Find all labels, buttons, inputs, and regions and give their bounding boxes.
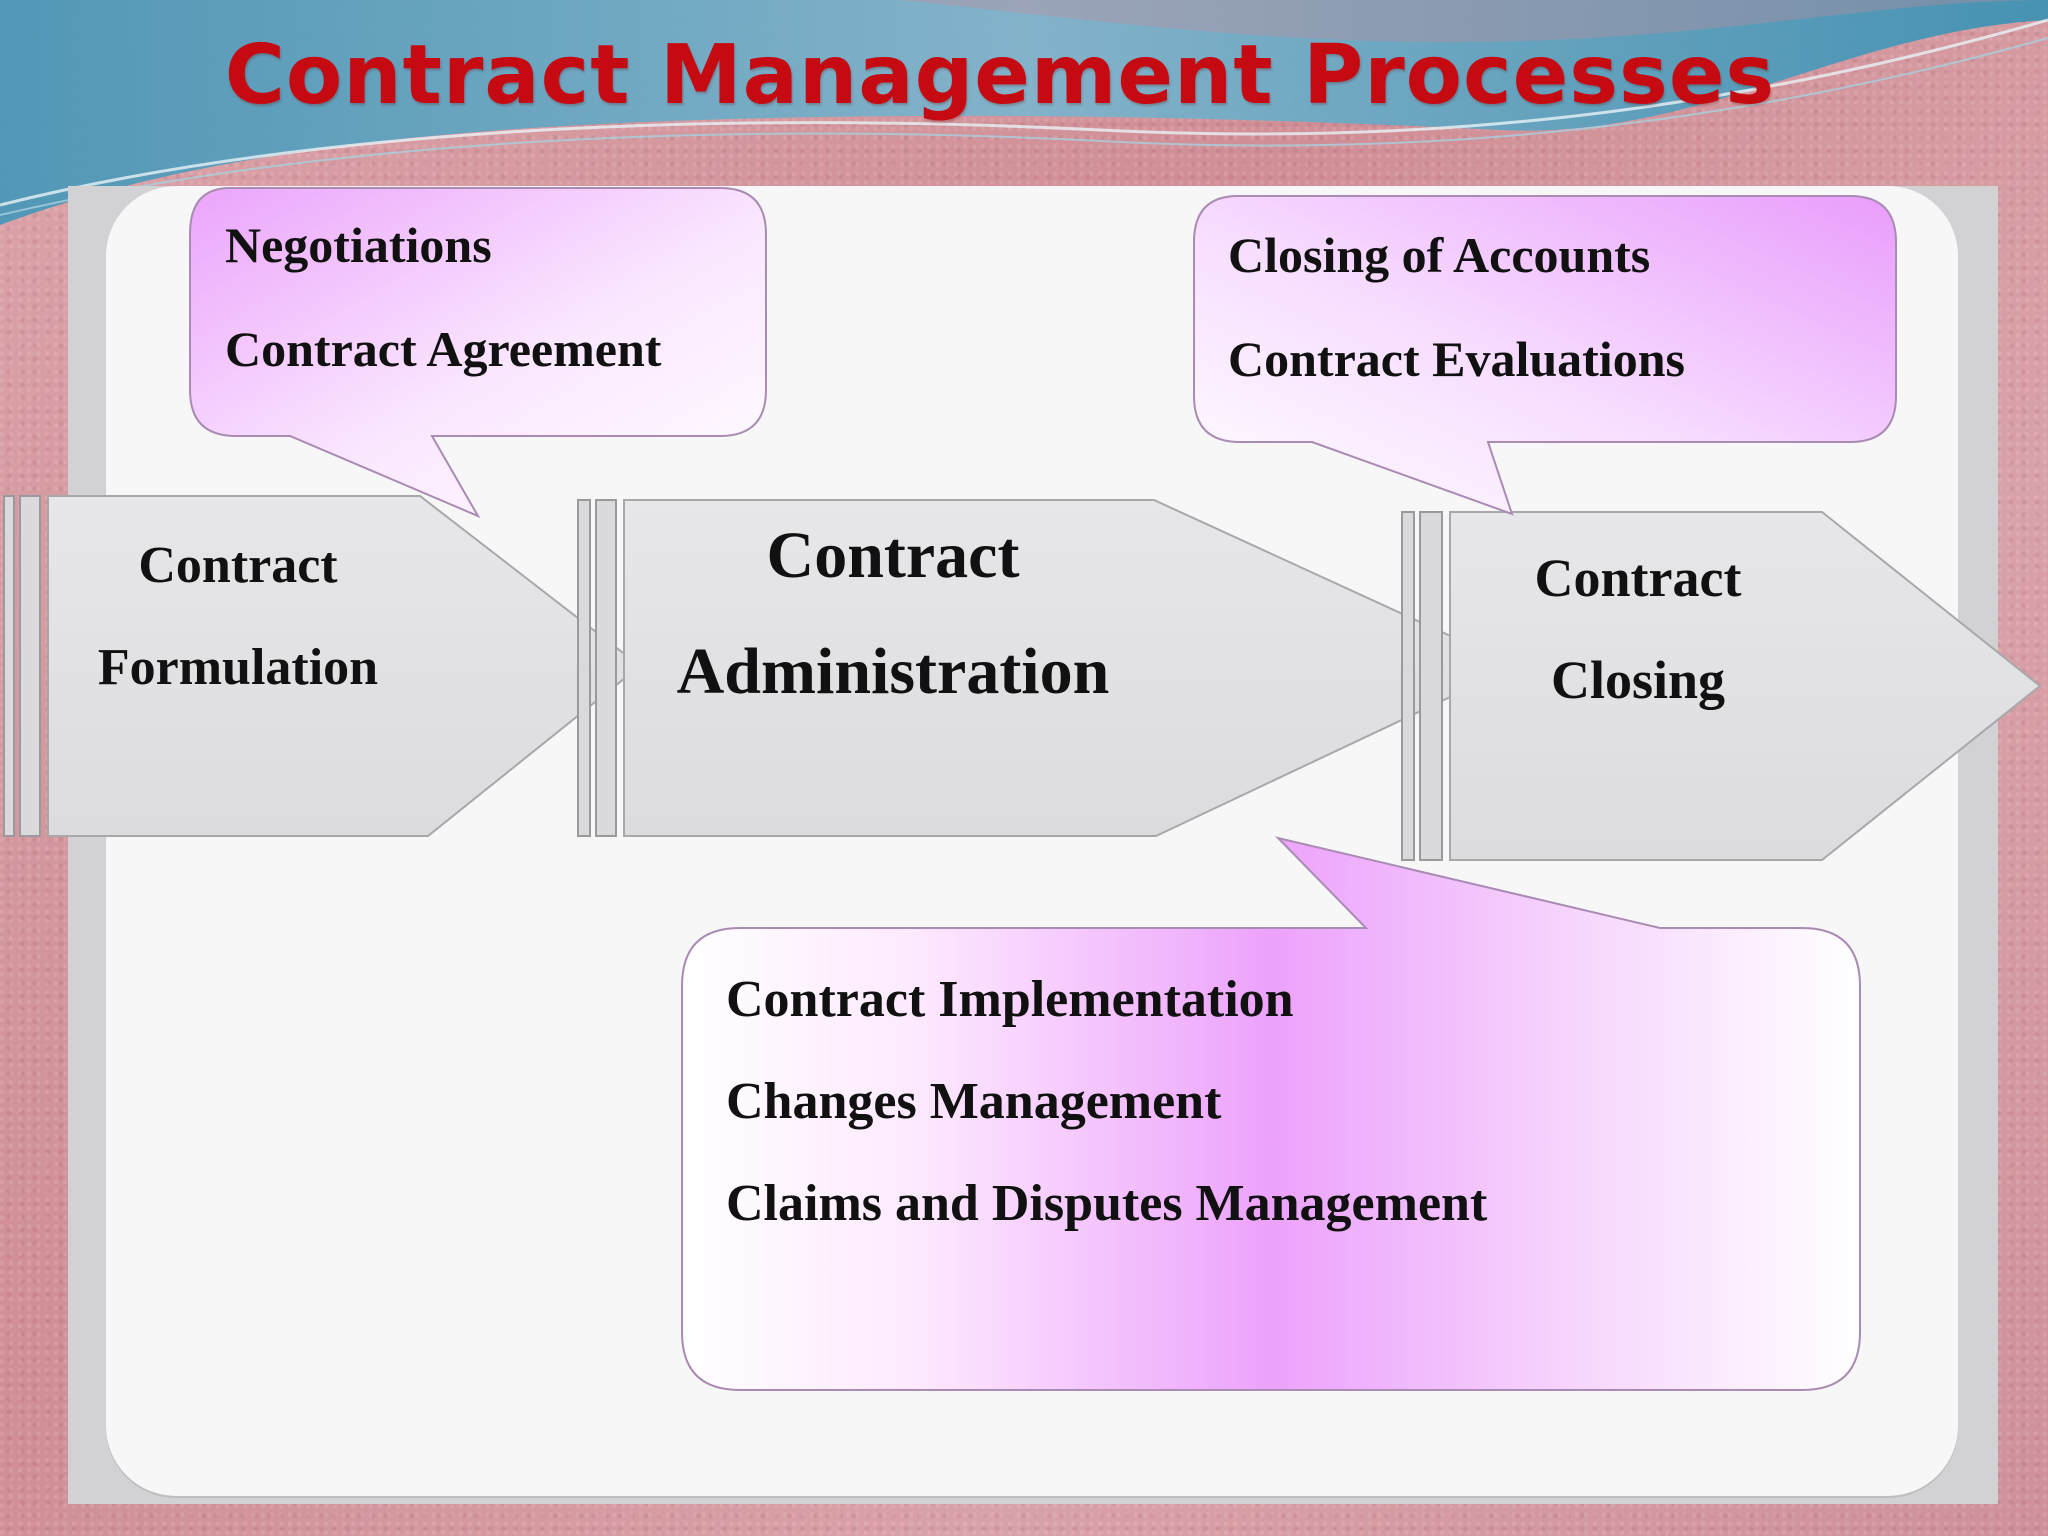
callout-administration: Contract Implementation Changes Manageme…: [681, 836, 1861, 1391]
formulation-arrow: [47, 495, 642, 837]
closing-arrow: [1449, 511, 2042, 861]
callout-administration-item-3: Claims and Disputes Management: [726, 1175, 1488, 1232]
closing-label-2: Closing: [1551, 650, 1725, 710]
callout-administration-item-2: Changes Management: [726, 1073, 1222, 1130]
formulation-label-1: Contract: [138, 537, 338, 594]
callout-administration-item-1: Contract Implementation: [726, 971, 1294, 1028]
callout-closing-bubble: [1193, 195, 1897, 516]
callout-formulation-bubble: [189, 187, 767, 519]
callout-closing-item-2: Contract Evaluations: [1228, 331, 1685, 387]
administration-label-1: Contract: [767, 519, 1020, 592]
closing-label-1: Contract: [1535, 548, 1742, 608]
stage-bar: [595, 499, 617, 837]
administration-label-2: Administration: [677, 635, 1110, 708]
callout-closing-item-1: Closing of Accounts: [1228, 227, 1650, 283]
formulation-label-2: Formulation: [98, 639, 378, 696]
slide-title: Contract Management Processes: [224, 28, 1776, 123]
stage-bar: [19, 495, 41, 837]
callout-administration-bubble: [681, 836, 1861, 1391]
callout-formulation: Negotiations Contract Agreement: [189, 187, 767, 519]
stage-bar: [1401, 511, 1415, 861]
stage-bar: [3, 495, 15, 837]
header-wave-decoration: [0, 0, 2048, 225]
callout-formulation-item-2: Contract Agreement: [225, 321, 662, 377]
administration-arrow: [623, 499, 1519, 837]
stage-closing: Contract Closing: [1401, 511, 2042, 861]
stage-bar: [577, 499, 591, 837]
stage-bar: [1419, 511, 1443, 861]
callout-closing: Closing of Accounts Contract Evaluations: [1193, 195, 1897, 516]
stage-formulation: Contract Formulation: [3, 495, 642, 837]
callout-formulation-item-1: Negotiations: [225, 217, 492, 273]
stage-administration: Contract Administration: [577, 499, 1519, 837]
